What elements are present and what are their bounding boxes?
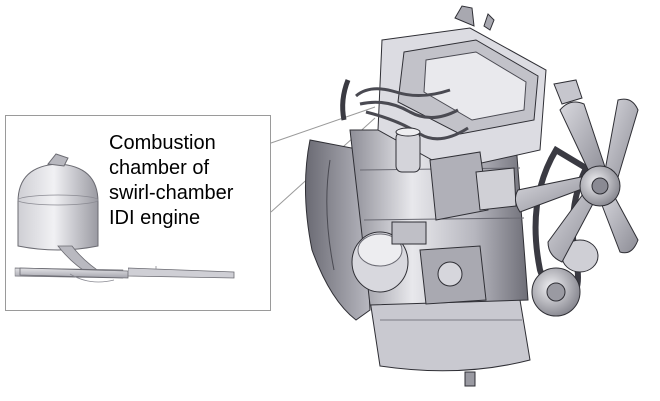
diesel-engine-illustration: [304, 5, 639, 387]
callout-label: Combustion chamber of swirl-chamber IDI …: [109, 132, 234, 229]
leader-line-top: [270, 106, 376, 144]
piston-plate-extension: [128, 266, 235, 279]
swirl-chamber-illustration: [14, 153, 129, 283]
